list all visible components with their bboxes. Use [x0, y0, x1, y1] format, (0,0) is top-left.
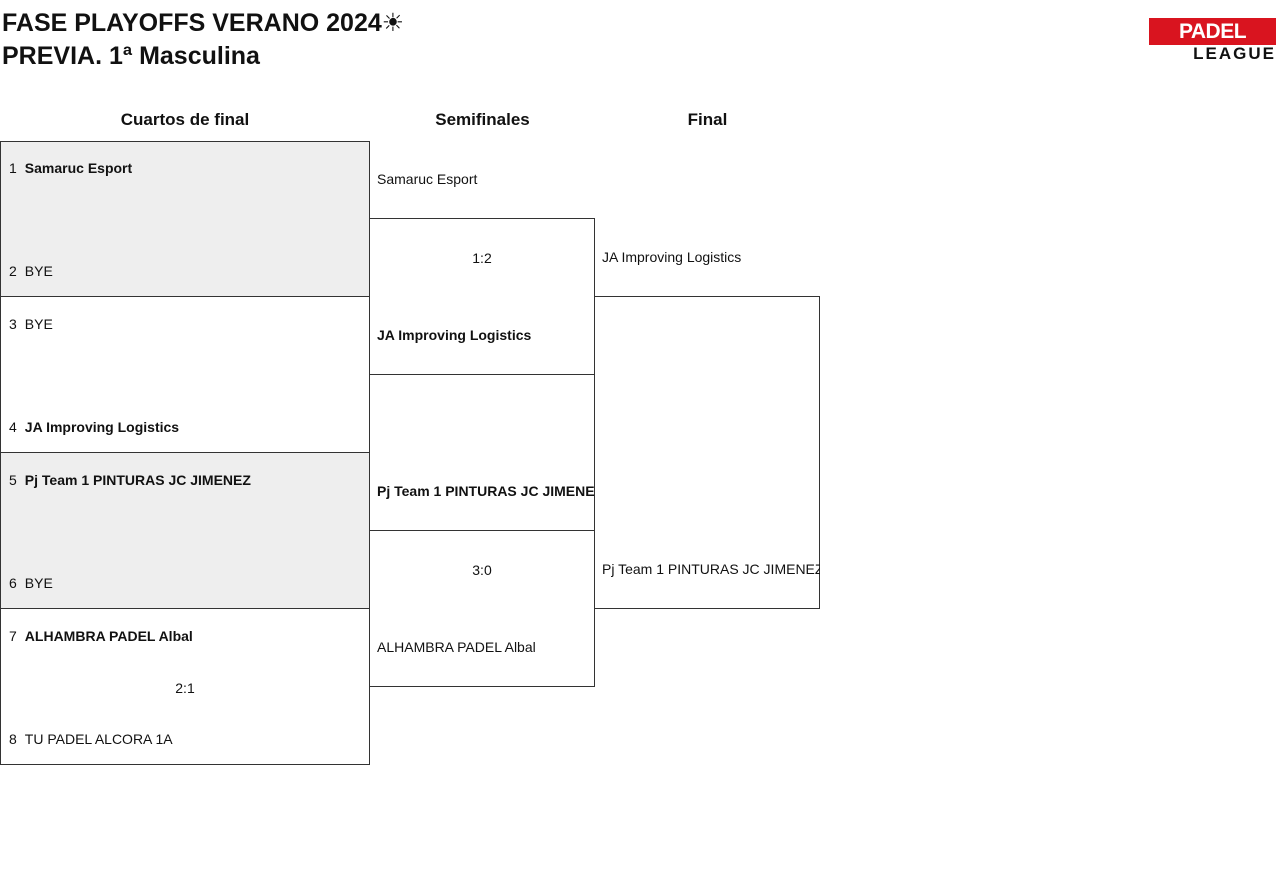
qf4-team-b-name: TU PADEL ALCORA 1A [24, 731, 173, 747]
qf1-seed-a: 1 [9, 160, 17, 176]
qf4-score: 2:1 [175, 680, 195, 696]
sf1-team-a: Samaruc Esport [377, 171, 478, 187]
qf3-seed-b: 6 [9, 575, 17, 591]
qf1-team-a-name: Samaruc Esport [24, 160, 133, 176]
qf4-team-a: 7 ALHAMBRA PADEL Albal [9, 627, 193, 645]
qf1-team-b-name: BYE [24, 263, 53, 279]
qf3-seed-a: 5 [9, 472, 17, 488]
qf2-team-a-name: BYE [24, 316, 53, 332]
qf2-seed-a: 3 [9, 316, 17, 332]
qf3-team-a: 5 Pj Team 1 PINTURAS JC JIMENEZ [9, 471, 251, 489]
sf1-team-b: JA Improving Logistics [377, 327, 532, 343]
sf2-score: 3:0 [472, 562, 492, 578]
quarterfinal-match-2[interactable]: 3 BYE 4 JA Improving Logistics [0, 296, 370, 453]
sf2-team-a: Pj Team 1 PINTURAS JC JIMENEZ [377, 483, 594, 499]
final-team-a: JA Improving Logistics [602, 249, 742, 265]
qf4-seed-b: 8 [9, 731, 17, 747]
padel-team-league-logo: PADEL TEAM LEAGUE [1149, 18, 1276, 70]
semifinal-match-2[interactable]: 3:0 ALHAMBRA PADEL Albal [369, 530, 595, 687]
qf2-team-b-name: JA Improving Logistics [24, 419, 180, 435]
qf2-seed-b: 4 [9, 419, 17, 435]
qf3-team-a-name: Pj Team 1 PINTURAS JC JIMENEZ [24, 472, 251, 488]
qf4-team-a-name: ALHAMBRA PADEL Albal [24, 628, 193, 644]
final-match[interactable]: Pj Team 1 PINTURAS JC JIMENEZ [594, 296, 820, 609]
quarterfinal-match-4[interactable]: 7 ALHAMBRA PADEL Albal 2:1 8 TU PADEL ALCO… [0, 608, 370, 765]
qf3-team-b-name: BYE [24, 575, 53, 591]
sf1-score: 1:2 [472, 250, 492, 266]
qf1-team-b: 2 BYE [9, 262, 53, 280]
qf2-team-b: 4 JA Improving Logistics [9, 418, 179, 436]
round-label-final: Final [687, 110, 728, 129]
qf4-seed-a: 7 [9, 628, 17, 644]
round-label-quarters: Cuartos de final [120, 110, 250, 129]
logo-top-text: PADEL TEAM [1149, 18, 1276, 70]
qf2-team-a: 3 BYE [9, 315, 53, 333]
qf3-team-b: 6 BYE [9, 574, 53, 592]
page-subtitle: PREVIA. 1ª Masculina [2, 42, 260, 70]
final-team-b: Pj Team 1 PINTURAS JC JIMENEZ [602, 561, 820, 577]
semifinal-match-1[interactable]: 1:2 JA Improving Logistics [369, 218, 595, 375]
qf4-team-b: 8 TU PADEL ALCORA 1A [9, 730, 173, 748]
quarterfinal-match-1[interactable]: 1 Samaruc Esport 2 BYE [0, 141, 370, 297]
logo-bottom-text: LEAGUE [1193, 44, 1276, 63]
qf1-team-a: 1 Samaruc Esport [9, 159, 132, 177]
quarterfinal-match-3[interactable]: 5 Pj Team 1 PINTURAS JC JIMENEZ 6 BYE [0, 452, 370, 609]
round-label-semis: Semifinales [435, 110, 530, 129]
sf2-team-b: ALHAMBRA PADEL Albal [377, 639, 536, 655]
page-title: FASE PLAYOFFS VERANO 2024☀ [2, 9, 405, 37]
qf1-seed-b: 2 [9, 263, 17, 279]
